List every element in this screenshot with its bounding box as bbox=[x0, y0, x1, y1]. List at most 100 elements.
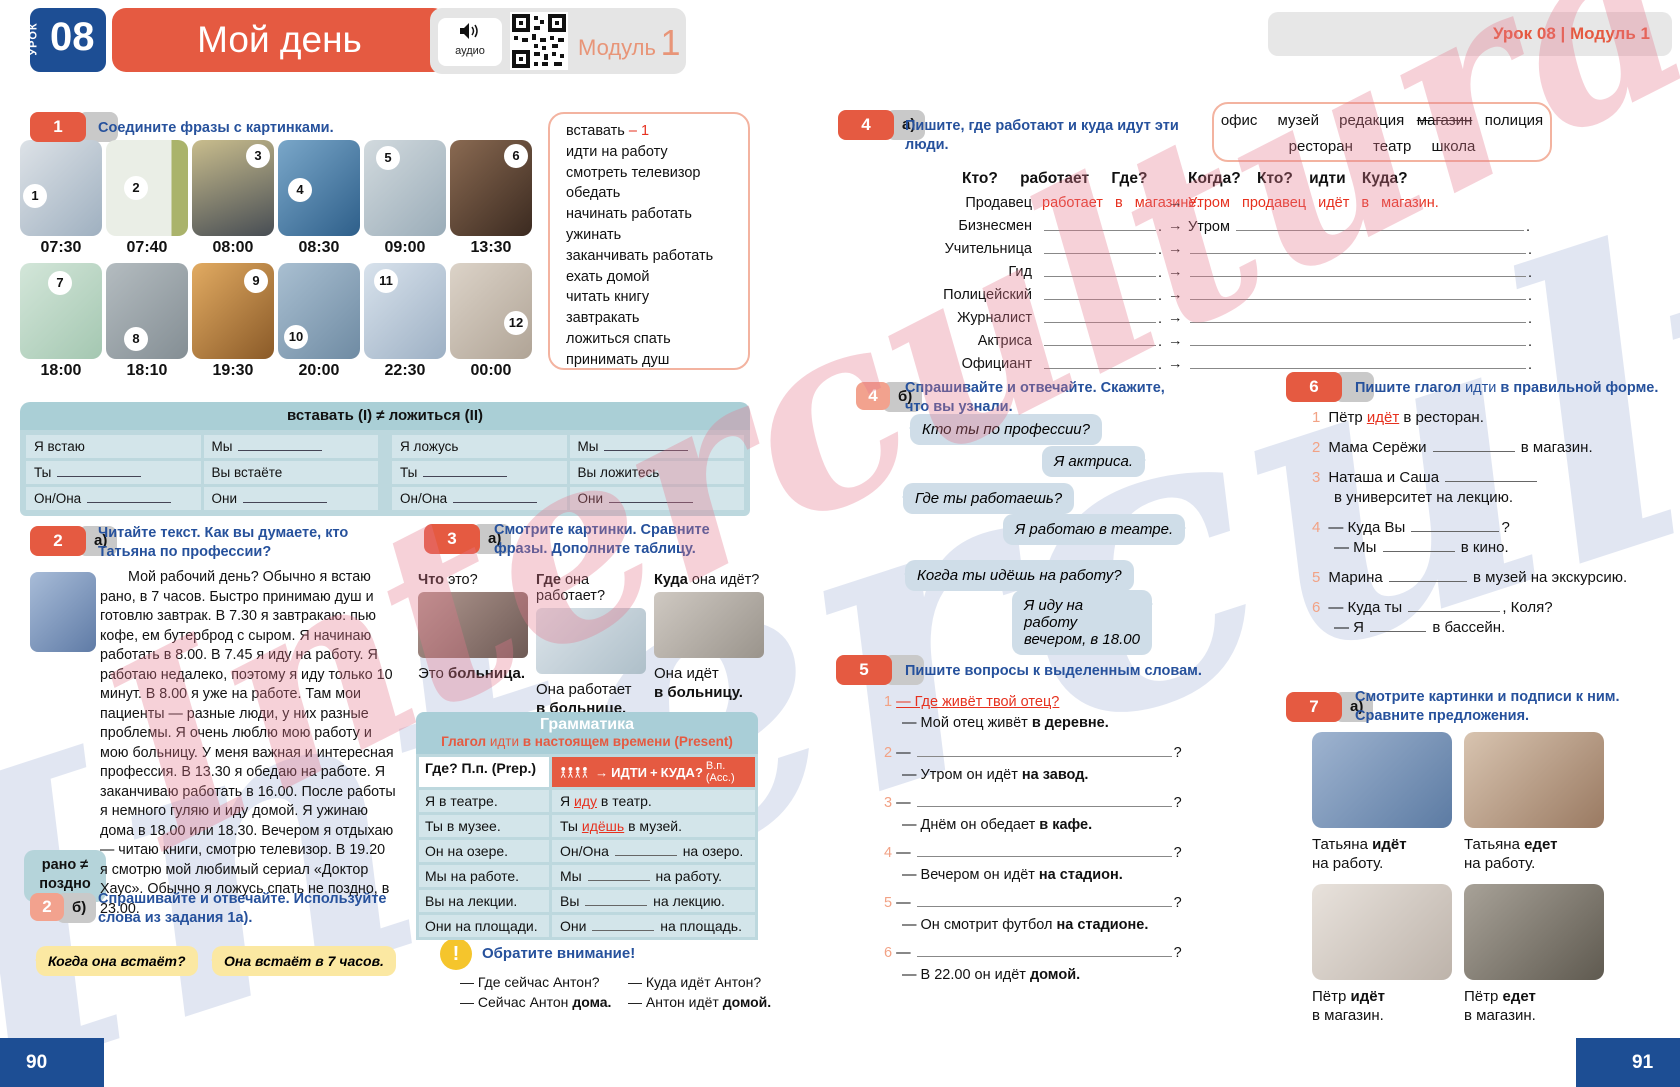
fill-blank[interactable] bbox=[608, 490, 693, 503]
fill-blank[interactable] bbox=[242, 490, 327, 503]
fill-blank[interactable] bbox=[604, 438, 689, 451]
photo-number: 10 bbox=[284, 325, 308, 349]
ex2a-instruction: Читайте текст. Как вы думаете, кто Татья… bbox=[98, 525, 349, 560]
fill-blank[interactable] bbox=[587, 868, 650, 881]
ex1-photo-sleeping: 12 bbox=[450, 263, 532, 359]
ex5-item6-answer: — В 22.00 он идёт домой. bbox=[902, 967, 1081, 983]
fill-blank[interactable] bbox=[1190, 333, 1526, 346]
fill-blank[interactable] bbox=[1190, 356, 1526, 369]
ex4a-instruction: Пишите, где работают и куда идут эти люд… bbox=[905, 118, 1179, 153]
ex5-item2-question: 2 — ? bbox=[884, 744, 1182, 761]
fill-blank[interactable] bbox=[1370, 619, 1427, 632]
fill-blank[interactable] bbox=[1044, 264, 1156, 277]
photo-number: 7 bbox=[48, 271, 72, 295]
task-number: 2 bbox=[30, 526, 86, 556]
fill-blank[interactable] bbox=[585, 893, 648, 906]
question-bubble: Когда она встаёт? bbox=[35, 946, 198, 976]
pyotr-driving-photo bbox=[1464, 884, 1604, 980]
fill-blank[interactable] bbox=[1190, 310, 1526, 323]
fill-blank[interactable] bbox=[1044, 218, 1156, 231]
task-badge-3a: 3 а) bbox=[424, 524, 512, 554]
photo-number: 6 bbox=[504, 144, 528, 168]
ex1-photo-reading-in-bed: 11 bbox=[364, 263, 446, 359]
attention-title: Обратите внимание! bbox=[482, 945, 636, 962]
grammar-row: Они на площади.Они на площадь. bbox=[419, 915, 755, 937]
grammar-row: Он на озере.Он/Она на озеро. bbox=[419, 840, 755, 862]
fill-blank[interactable] bbox=[86, 490, 171, 503]
arrow: → bbox=[595, 764, 609, 780]
fill-blank[interactable] bbox=[1408, 599, 1501, 612]
phrase-answer: – 1 bbox=[624, 123, 650, 139]
fill-blank[interactable] bbox=[916, 944, 1172, 957]
grammar-title: Грамматика bbox=[539, 716, 635, 733]
conj-cell: Мы bbox=[569, 435, 744, 458]
fill-blank[interactable] bbox=[1190, 264, 1526, 277]
fill-blank[interactable] bbox=[57, 464, 142, 477]
conjugation-title: вставать (I) ≠ ложиться (II) bbox=[20, 402, 750, 430]
fill-blank[interactable] bbox=[1235, 218, 1524, 231]
task-number: 4 bbox=[838, 110, 894, 140]
lesson-label: УРОК bbox=[27, 22, 40, 56]
fill-blank[interactable] bbox=[1190, 287, 1526, 300]
fill-blank[interactable] bbox=[916, 794, 1172, 807]
ex4a-row: Учительница.→. bbox=[944, 241, 1533, 258]
fill-blank[interactable] bbox=[916, 894, 1172, 907]
fill-blank[interactable] bbox=[1445, 469, 1538, 482]
fill-blank[interactable] bbox=[1190, 241, 1526, 254]
ex1-photo-hospital-corridor: 7 bbox=[20, 263, 102, 359]
word-bank: офис музей редакция магазин полиция рест… bbox=[1212, 102, 1552, 162]
conj-cell: Я встаю bbox=[26, 435, 201, 458]
attention-col2: — Куда идёт Антон? — Антон идёт домой. bbox=[628, 974, 772, 1010]
fill-blank[interactable] bbox=[1044, 333, 1156, 346]
phrase-item: ужинать bbox=[566, 226, 622, 243]
ex1-phrase-list: вставать – 1 идти на работу смотреть тел… bbox=[548, 112, 750, 370]
task-badge-4b: 4 б) bbox=[856, 382, 923, 412]
qr-code[interactable] bbox=[510, 12, 568, 70]
ex4a-row: Журналист.→. bbox=[957, 310, 1533, 327]
tatyana-walking-photo bbox=[1312, 732, 1452, 828]
phrase-item: идти на работу bbox=[566, 143, 668, 160]
fill-blank[interactable] bbox=[1388, 569, 1467, 582]
fill-blank[interactable] bbox=[614, 843, 677, 856]
fill-blank[interactable] bbox=[592, 918, 655, 931]
answer-bubble: Она встаёт в 7 часов. bbox=[211, 946, 396, 976]
photo-number: 12 bbox=[504, 311, 528, 335]
ex3-column-what: Что это? Это больница. bbox=[418, 572, 530, 683]
fill-blank[interactable] bbox=[1382, 539, 1455, 552]
fill-blank[interactable] bbox=[1044, 241, 1156, 254]
ex4b-instruction: Спрашивайте и отвечайте. Скажите, что вы… bbox=[905, 380, 1165, 415]
photo-number: 5 bbox=[376, 146, 400, 170]
fill-blank[interactable] bbox=[452, 490, 537, 503]
grammar-table: Грамматика Глагол идти в настоящем време… bbox=[416, 712, 758, 940]
ex5-item3-question: 3 — ? bbox=[884, 794, 1182, 811]
arrow: → bbox=[1168, 310, 1183, 326]
grammar-row: Вы на лекции.Вы на лекцию. bbox=[419, 890, 755, 912]
arrow: → bbox=[1168, 218, 1183, 234]
fill-blank[interactable] bbox=[1044, 356, 1156, 369]
fill-blank[interactable] bbox=[238, 438, 323, 451]
audio-chip[interactable]: аудио bbox=[438, 18, 502, 66]
fill-blank[interactable] bbox=[1044, 310, 1156, 323]
question-bubble: Кто ты по профессии? bbox=[909, 414, 1102, 445]
fill-blank[interactable] bbox=[423, 464, 508, 477]
photo-number: 8 bbox=[124, 327, 148, 351]
fill-blank[interactable] bbox=[1411, 519, 1500, 532]
question-bubble: Где ты работаешь? bbox=[901, 483, 1075, 514]
photo-number: 3 bbox=[246, 144, 270, 168]
module-number: 1 bbox=[660, 22, 681, 63]
task-number: 3 bbox=[424, 524, 480, 554]
ex1-photo-shower: 2 bbox=[106, 140, 188, 236]
fill-blank[interactable] bbox=[916, 844, 1172, 857]
fill-blank[interactable] bbox=[1432, 439, 1515, 452]
conj-cell: Он/Она bbox=[392, 487, 567, 510]
fill-blank[interactable] bbox=[916, 744, 1172, 757]
fill-blank[interactable] bbox=[1044, 287, 1156, 300]
conj-cell: Мы bbox=[203, 435, 378, 458]
task-badge-4a: 4 а) bbox=[838, 110, 926, 140]
